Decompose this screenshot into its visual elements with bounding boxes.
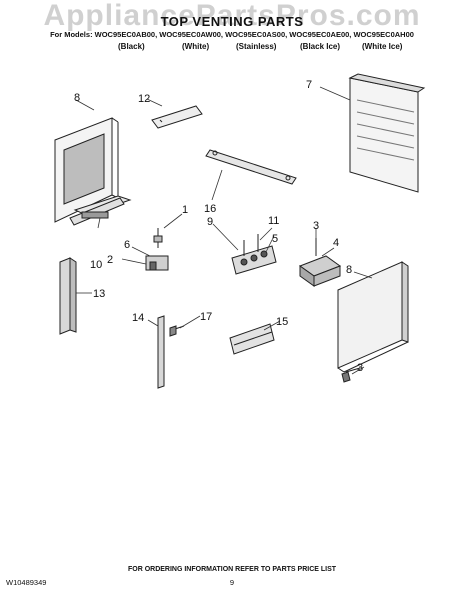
page-title: TOP VENTING PARTS	[160, 14, 304, 29]
callout-3: 3	[357, 362, 363, 374]
document-id: W10489349	[6, 578, 47, 587]
top-panel-illustration	[348, 73, 426, 193]
order-info: FOR ORDERING INFORMATION REFER TO PARTS …	[127, 566, 337, 573]
sensor-box-illustration	[298, 238, 342, 287]
finish-label: (White Ice)	[362, 42, 403, 51]
switch-assembly-illustration	[145, 228, 169, 271]
callout-13: 13	[93, 288, 105, 300]
callout-6: 6	[124, 239, 130, 251]
channel-illustration	[229, 323, 275, 355]
models-line: For Models: WOC95EC0AB00, WOC95EC0AW00, …	[50, 30, 414, 39]
callout-10: 10	[90, 259, 102, 271]
page-footer: FOR ORDERING INFORMATION REFER TO PARTS …	[0, 566, 464, 594]
page-number: 9	[229, 578, 235, 587]
finish-label: (Black)	[118, 42, 145, 51]
finish-label: (Black Ice)	[300, 42, 341, 51]
callout-8: 8	[346, 264, 352, 276]
callout-5: 5	[272, 233, 278, 245]
plate-illustration	[151, 105, 203, 129]
bracket-illustration	[69, 197, 125, 226]
callout-15: 15	[276, 316, 288, 328]
callout-7: 7	[306, 79, 312, 91]
watermark-text: AppliancePartsPros.com	[43, 0, 421, 32]
callout-1: 1	[182, 204, 188, 216]
callout-17: 17	[200, 311, 212, 323]
callout-14: 14	[132, 312, 144, 324]
callout-11: 11	[268, 215, 279, 227]
vertical-bracket-illustration	[59, 257, 77, 335]
finish-row: (Black) (White) (Stainless) (Black Ice) …	[0, 42, 464, 54]
callout-16: 16	[204, 203, 216, 215]
rail-illustration	[205, 149, 297, 185]
callout-2: 2	[107, 254, 113, 266]
screw-illustration	[341, 367, 361, 383]
side-panel-left-illustration	[54, 117, 132, 223]
terminal-block-illustration	[231, 234, 277, 275]
callout-3: 3	[313, 220, 319, 232]
callout-9: 9	[207, 216, 213, 228]
side-panel-right-illustration	[337, 261, 409, 373]
callout-12: 12	[138, 93, 150, 105]
callout-4: 4	[333, 237, 339, 249]
callout-8: 8	[74, 92, 80, 104]
finish-label: (White)	[182, 42, 210, 51]
vertical-strap-illustration	[157, 315, 185, 389]
finish-label: (Stainless)	[236, 42, 277, 51]
